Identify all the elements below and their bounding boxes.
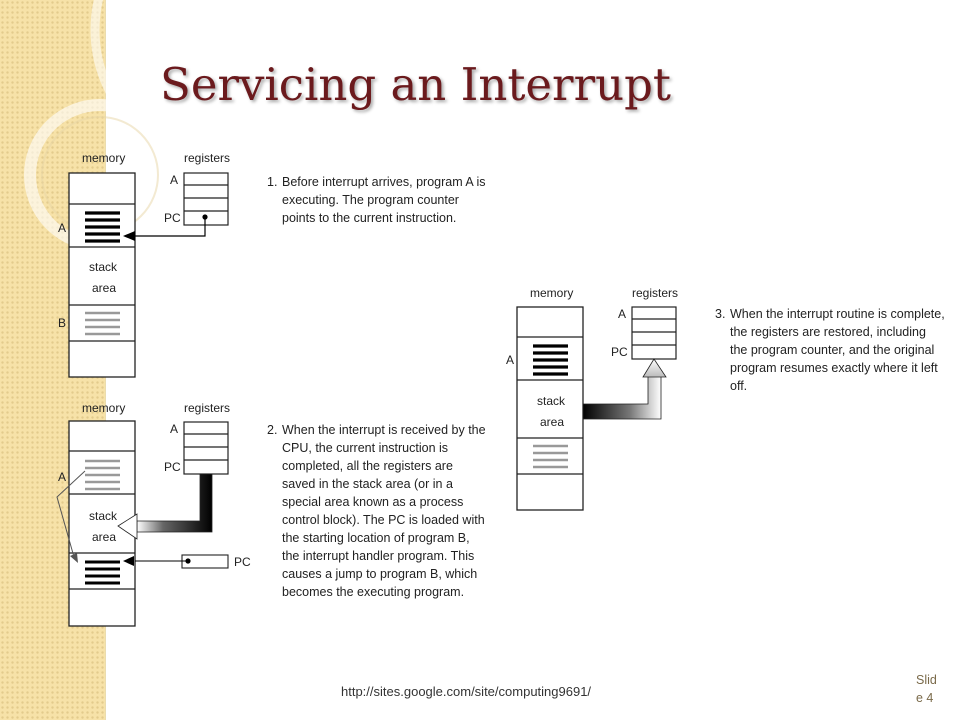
program-b-block: [85, 560, 120, 585]
register-pc-label: PC: [164, 211, 181, 225]
memory-b-label: B: [58, 316, 66, 330]
slide-number: Slide 4: [916, 673, 937, 705]
registers-block: [631, 306, 677, 360]
registers-label: registers: [632, 286, 678, 300]
memory-a-label: A: [58, 470, 66, 484]
diagram-2: memory registers stack area A: [56, 401, 251, 627]
program-b-block: [85, 311, 120, 336]
step-3-text: When the interrupt routine is complete, …: [730, 307, 945, 393]
registers-label: registers: [184, 401, 230, 415]
footer-url: http://sites.google.com/site/computing96…: [341, 684, 592, 699]
register-a-label: A: [170, 173, 178, 187]
step-1-text: Before interrupt arrives, program A is e…: [282, 175, 486, 225]
registers-block: [183, 421, 229, 475]
step-2-text: When the interrupt is received by the CP…: [282, 423, 486, 599]
program-a-block: [85, 211, 120, 243]
step-3-number: 3.: [715, 307, 726, 321]
step-3-description: 3. When the interrupt routine is complet…: [715, 305, 945, 395]
memory-block: [516, 306, 584, 511]
program-b-block: [533, 444, 568, 469]
registers-label: registers: [184, 151, 230, 165]
memory-label: memory: [82, 151, 125, 165]
restore-registers-arrow: [582, 358, 667, 420]
register-pc-label: PC: [164, 460, 181, 474]
save-registers-arrow: [117, 473, 213, 540]
jump-arrow: [56, 470, 86, 563]
program-a-block: [85, 459, 120, 491]
stack-label-2: area: [540, 415, 564, 429]
register-a-label: A: [618, 307, 626, 321]
step-1-description: 1. Before interrupt arrives, program A i…: [267, 173, 487, 227]
program-a-block: [533, 344, 568, 376]
stack-label: stack: [537, 394, 566, 408]
memory-label: memory: [82, 401, 125, 415]
diagram-1: memory registers stack area A B: [58, 151, 230, 378]
step-1-number: 1.: [267, 175, 278, 189]
step-2-number: 2.: [267, 423, 278, 437]
load-pc-arrow: [123, 554, 229, 569]
pc-box-label: PC: [234, 555, 251, 569]
diagram-3: memory registers stack area A: [506, 286, 678, 511]
step-2-description: 2. When the interrupt is received by the…: [267, 421, 487, 601]
stack-label-2: area: [92, 281, 116, 295]
register-a-label: A: [170, 422, 178, 436]
stack-label: stack: [89, 260, 118, 274]
memory-a-label: A: [58, 221, 66, 235]
slide-title: Servicing an Interrupt: [160, 58, 671, 111]
pc-pointer-arrow: [123, 214, 208, 241]
stack-label-2: area: [92, 530, 116, 544]
memory-a-label: A: [506, 353, 514, 367]
memory-block: [68, 172, 136, 378]
memory-label: memory: [530, 286, 573, 300]
register-pc-label: PC: [611, 345, 628, 359]
stack-label: stack: [89, 509, 118, 523]
